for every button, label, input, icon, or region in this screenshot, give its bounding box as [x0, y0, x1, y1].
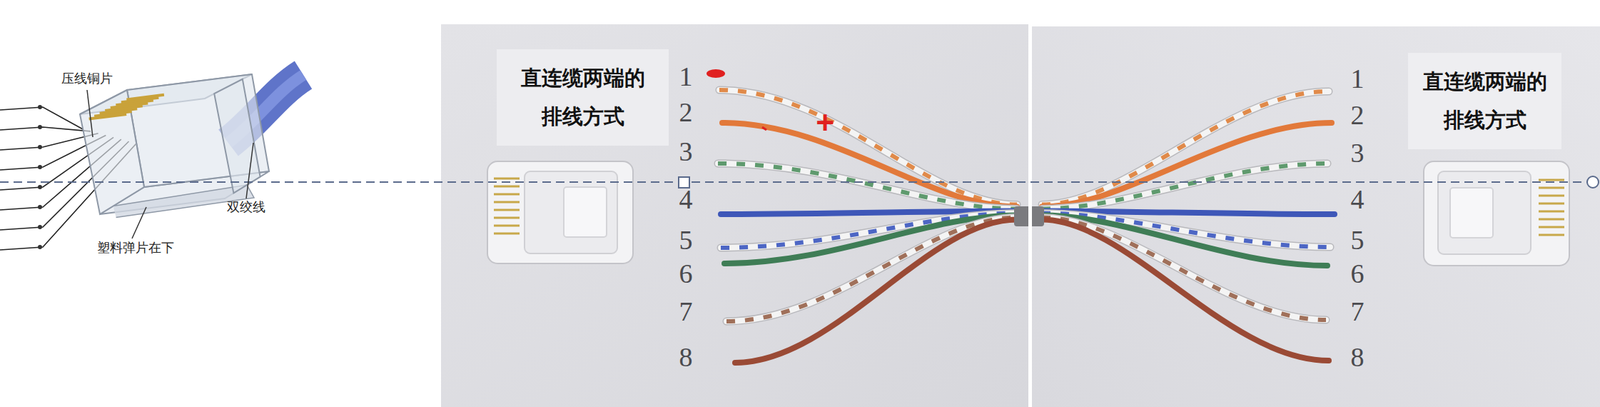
box-title: 直连缆两端的 排线方式	[1420, 62, 1549, 140]
pin-number: 2	[1350, 101, 1365, 129]
wire	[1041, 219, 1329, 362]
copper-pin	[493, 193, 520, 196]
pin-number: 6	[679, 259, 693, 287]
wire-outline	[1041, 217, 1326, 321]
part-label: 双绞线	[226, 200, 266, 214]
copper-pin	[1538, 210, 1565, 213]
wire-lead	[0, 133, 99, 150]
wire-dot	[37, 124, 43, 130]
wire-outline	[717, 163, 1017, 210]
wire-dot	[37, 144, 43, 150]
photo-panel	[1031, 26, 1600, 407]
wire-dot	[37, 164, 43, 170]
title-box: 直连缆两端的 排线方式	[1408, 52, 1562, 150]
copper-pin	[1538, 218, 1565, 221]
wire	[717, 163, 1017, 210]
wire-lead	[0, 107, 83, 130]
guide-handle	[1587, 176, 1599, 188]
photo-panel	[441, 24, 1029, 407]
pin-number: 4	[679, 185, 693, 213]
twisted-pair-wires	[717, 89, 1335, 363]
leader-line	[246, 142, 254, 199]
copper-pin	[493, 185, 520, 188]
rj45-plug-drawing	[0, 74, 304, 250]
wire-stripe	[1041, 217, 1326, 321]
wire-lead	[0, 127, 91, 132]
copper-pin	[493, 216, 520, 220]
wire-dot	[37, 184, 43, 190]
wire	[735, 219, 1017, 364]
wire-dot	[37, 204, 43, 210]
wire-dot	[37, 104, 43, 110]
pin-number: 6	[1350, 259, 1365, 287]
rj45-plug-photo	[487, 161, 634, 264]
pin-number: 5	[679, 226, 693, 254]
polarity-mark: +	[815, 107, 835, 139]
pin-number: 1	[679, 62, 693, 90]
pin-number: 7	[679, 297, 693, 325]
pin-number: 2	[679, 98, 693, 126]
wire-dot	[37, 244, 43, 250]
copper-pin	[493, 224, 520, 227]
pin-number: 4	[1350, 185, 1365, 213]
copper-pin	[1538, 226, 1565, 229]
wire-stripe	[1041, 163, 1328, 210]
wire	[726, 217, 1017, 322]
pin-number: 8	[679, 343, 693, 371]
red-mark	[762, 127, 767, 130]
leader-line	[132, 206, 147, 239]
leader-line	[87, 89, 93, 138]
wire	[1041, 163, 1328, 210]
copper-pin	[1538, 202, 1565, 205]
copper-pin	[493, 177, 520, 180]
guide-line	[0, 181, 1600, 183]
pin-number: 5	[1350, 226, 1365, 254]
rj45-plug-photo	[1423, 161, 1570, 266]
copper-pin	[493, 209, 520, 212]
copper-pin	[126, 94, 165, 100]
red-mark	[706, 69, 726, 78]
wire	[1041, 217, 1326, 321]
wire-outline	[1041, 163, 1328, 210]
copper-pin	[1538, 194, 1565, 197]
copper-pin	[1538, 179, 1565, 182]
title-box: 直连缆两端的 排线方式	[496, 49, 669, 146]
pin-number: 3	[1350, 139, 1365, 167]
copper-pin	[493, 232, 520, 235]
box-title: 直连缆两端的 排线方式	[509, 59, 656, 136]
wire-dot	[37, 224, 43, 230]
pin-number: 3	[679, 137, 693, 165]
copper-pin	[1538, 186, 1565, 190]
wire-stripe	[726, 217, 1017, 322]
panel-gap	[1028, 24, 1032, 407]
pin-number: 8	[1350, 343, 1365, 371]
wire-outline	[726, 217, 1017, 322]
plug-face	[214, 79, 260, 194]
part-label: 压线铜片	[61, 72, 113, 85]
copper-pin	[1538, 234, 1565, 237]
pin-number: 7	[1350, 297, 1365, 325]
part-label: 塑料弹片在下	[97, 241, 175, 255]
wire-stripe	[717, 163, 1017, 210]
pin-number: 1	[1350, 64, 1365, 93]
copper-pin	[493, 201, 520, 204]
